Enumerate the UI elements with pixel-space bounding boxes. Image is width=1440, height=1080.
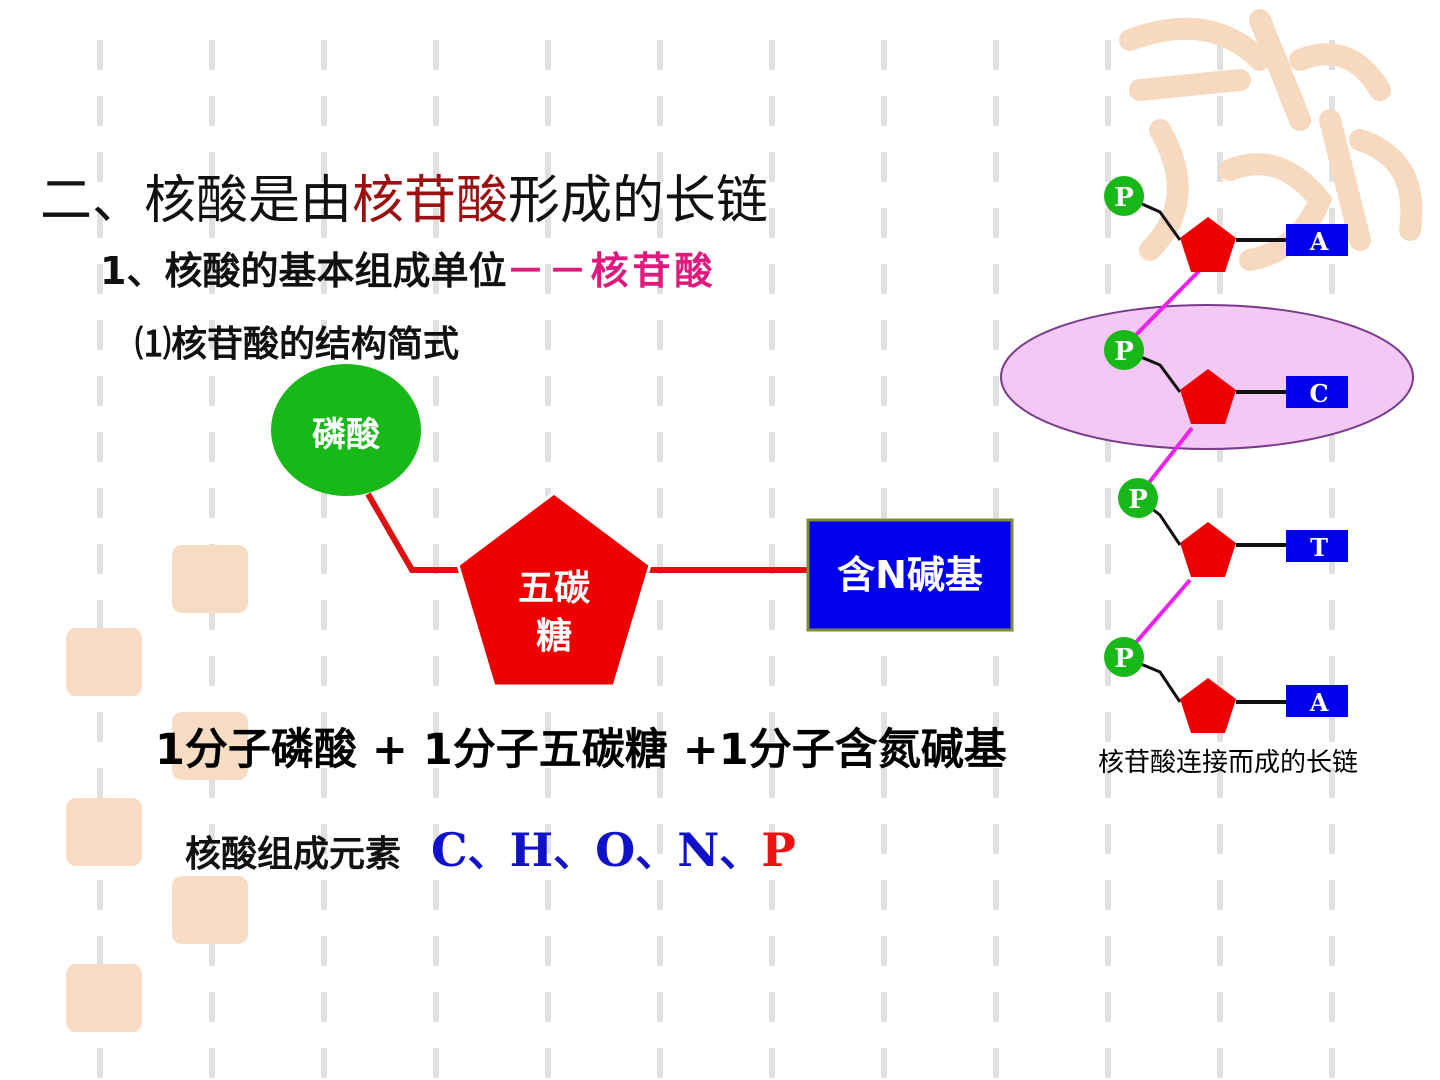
chain-base-box xyxy=(1286,685,1348,717)
chain-sugar xyxy=(1180,522,1236,577)
phosphate-circle xyxy=(271,364,421,496)
chain-phosphate xyxy=(1104,176,1144,216)
chain-phosphate xyxy=(1118,478,1158,518)
subtitle1-text: 1、核酸的基本组成单位 xyxy=(100,249,507,293)
element-n: N xyxy=(677,823,720,877)
chain-phosphate-label: P xyxy=(1128,485,1148,515)
elements-label: 核酸组成元素 xyxy=(185,834,402,875)
chain-phosphate-label: P xyxy=(1114,644,1134,674)
chain-sugar xyxy=(1180,678,1236,733)
corner-seal-watermark xyxy=(1119,9,1423,271)
title-highlight: 核苷酸 xyxy=(352,171,509,231)
base-label: 含N碱基 xyxy=(837,553,983,597)
subtitle-structure: ⑴核苷酸的结构简式 xyxy=(135,324,460,365)
title-part2: 形成的长链 xyxy=(508,171,769,231)
nucleotide-structure: 磷酸 五碳 糖 含N碱基 xyxy=(271,364,1014,688)
chain-link xyxy=(1124,268,1202,347)
phosphate-label: 磷酸 xyxy=(312,415,381,455)
chain-base-label: C xyxy=(1309,379,1328,408)
subtitle-basic-unit: 1、核酸的基本组成单位－－核苷酸 xyxy=(100,240,716,295)
nucleotide-chain: P A P C P T P A xyxy=(1000,176,1414,733)
chain-phosphate-label: P xyxy=(1114,337,1134,367)
subtitle1-accent: －－核苷酸 xyxy=(506,249,717,293)
chain-caption: 核苷酸连接而成的长链 xyxy=(1098,748,1359,778)
chain-sugar xyxy=(1180,369,1236,424)
phosphate-sugar-bond xyxy=(365,492,462,573)
chain-base-box xyxy=(1286,376,1348,408)
element-separator: 、 xyxy=(467,827,510,876)
pentose-pentagon xyxy=(456,491,652,688)
element-o: O xyxy=(595,823,636,877)
chain-base-label: T xyxy=(1310,533,1328,562)
chain-base-box xyxy=(1286,224,1348,256)
pentose-label-line2: 糖 xyxy=(536,616,572,657)
title-part1: 二、核酸是由 xyxy=(40,171,353,231)
element-separator: 、 xyxy=(635,827,678,876)
slide-title: 二、核酸是由核苷酸形成的长链 xyxy=(40,158,768,233)
element-c: C xyxy=(431,823,468,877)
element-h: H xyxy=(509,823,554,877)
chain-phosphate xyxy=(1104,330,1144,370)
pentose-label-line1: 五碳 xyxy=(518,568,591,609)
small-seal-marks xyxy=(66,545,248,1032)
chain-sugar xyxy=(1180,217,1236,272)
composition-equation: 1分子磷酸 + 1分子五碳糖 +1分子含氮碱基 xyxy=(155,725,1007,775)
element-separator: 、 xyxy=(553,827,596,876)
base-box xyxy=(806,518,1014,632)
chain-base-label: A xyxy=(1309,227,1329,256)
chain-base-label: A xyxy=(1309,688,1329,717)
chain-base-box xyxy=(1286,530,1348,562)
chain-phosphate-label: P xyxy=(1114,183,1134,213)
element-separator: 、 xyxy=(719,827,762,876)
chain-phosphate xyxy=(1104,637,1144,677)
element-p: P xyxy=(761,823,796,877)
